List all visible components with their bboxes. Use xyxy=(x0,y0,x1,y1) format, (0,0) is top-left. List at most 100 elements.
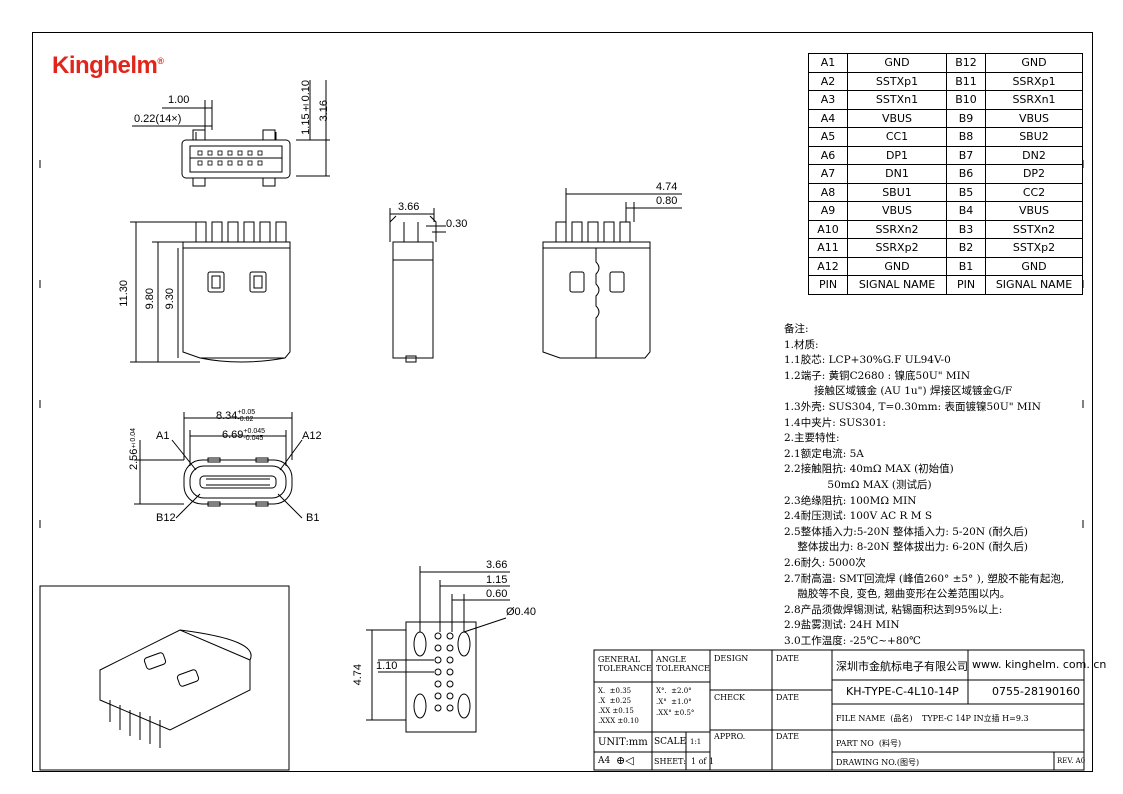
dim-side-1: 3.66 xyxy=(398,201,420,213)
dim-top-1: 1.00 xyxy=(168,94,190,106)
note-line: 2.5整体插入力:5-20N 整体插入力: 5-20N (耐久后) xyxy=(784,525,1029,538)
note-line: 备注: xyxy=(784,323,809,335)
pin-number: B1 xyxy=(946,256,986,276)
label-b1: B1 xyxy=(306,512,320,524)
dim-top-3: 1.15±0.10 xyxy=(300,80,312,135)
dim-port-h: 2.56±0.04 xyxy=(128,428,140,471)
note-line: 2.2接触阻抗: 40mΩ MAX (初始值) xyxy=(784,463,954,476)
pin-header-3: PIN xyxy=(946,275,986,295)
note-line: 2.7耐高温: SMT回流焊 (峰值260° ±5° ), 塑胶不能有起泡, xyxy=(784,572,1065,585)
signal-name: CC2 xyxy=(985,182,1083,202)
pin-number: B4 xyxy=(946,201,986,221)
signal-name: SSRXn2 xyxy=(847,219,947,239)
design-date-label: DATE xyxy=(776,654,799,663)
label-a12: A12 xyxy=(302,430,322,442)
file-name-label: FILE NAME (品名) xyxy=(836,714,913,723)
pin-number: B3 xyxy=(946,219,986,239)
pin-number: B7 xyxy=(946,145,986,165)
label-b12: B12 xyxy=(156,512,176,524)
pin-number: B8 xyxy=(946,127,986,147)
signal-name: SSTXn1 xyxy=(847,90,947,110)
port-view xyxy=(134,412,303,519)
signal-name: DN2 xyxy=(985,145,1083,165)
note-line: 1.2端子: 黄铜C2680 : 镍底50U" MIN xyxy=(784,369,971,382)
note-line: 2.9盐雾测试: 24H MIN xyxy=(784,619,900,632)
signal-name: GND xyxy=(847,53,947,73)
appro-date-label: DATE xyxy=(776,732,799,741)
part-no-label: PART NO (料号) xyxy=(836,739,902,748)
dim-back-1: 4.74 xyxy=(656,181,678,193)
company-name: 深圳市金航标电子有限公司 xyxy=(836,660,968,673)
general-tolerance-label: GENERAL TOLERANCE xyxy=(598,655,652,673)
note-line: 2.主要特性: xyxy=(784,432,840,445)
pin-number: A11 xyxy=(808,238,848,258)
pin-number: B11 xyxy=(946,71,986,91)
dim-side-2: 0.30 xyxy=(446,218,468,230)
dim-fp-2: 1.15 xyxy=(486,574,508,586)
signal-name: SSTXp2 xyxy=(985,238,1083,258)
pin-number: A10 xyxy=(808,219,848,239)
scale-value: 1:1 xyxy=(690,738,702,746)
signal-name: GND xyxy=(847,256,947,276)
kinghelm-logo: Kinghelm® xyxy=(52,52,164,79)
angle-tolerance-label: ANGLE TOLERANCE xyxy=(656,655,710,673)
signal-name: SSRXn1 xyxy=(985,90,1083,110)
signal-name: VBUS xyxy=(847,201,947,221)
pin-number: A7 xyxy=(808,164,848,184)
dim-fp-3: 0.60 xyxy=(486,588,508,600)
note-line: 2.6耐久: 5000次 xyxy=(784,556,866,569)
revision: REV. A0 xyxy=(1057,757,1086,765)
pcb-footprint xyxy=(366,566,510,733)
frame-ticks xyxy=(39,160,1084,528)
side-view xyxy=(389,208,446,363)
company-phone: 0755-28190160 xyxy=(992,685,1080,698)
dim-fp-4: Ø0.40 xyxy=(506,606,536,618)
back-view xyxy=(542,188,682,359)
check-label: CHECK xyxy=(714,693,746,702)
projection-icon: ⊕◁ xyxy=(616,754,634,767)
note-line: 2.1额定电流: 5A xyxy=(784,447,864,460)
signal-name: VBUS xyxy=(985,201,1083,221)
pin-number: B6 xyxy=(946,164,986,184)
top-view xyxy=(132,80,330,187)
paper-size: A4 xyxy=(598,756,611,766)
pin-number: A2 xyxy=(808,71,848,91)
angle-values: X°. ±2.0° .X° ±1.0° .XX° ±0.5° xyxy=(656,687,695,717)
signal-name: DP2 xyxy=(985,164,1083,184)
design-label: DESIGN xyxy=(714,654,749,663)
signal-name: SSTXn2 xyxy=(985,219,1083,239)
front-view xyxy=(130,221,291,363)
pin-number: A8 xyxy=(808,182,848,202)
signal-name: VBUS xyxy=(847,108,947,128)
signal-name: SBU1 xyxy=(847,182,947,202)
pin-number: A5 xyxy=(808,127,848,147)
scale-label: SCALE xyxy=(654,737,687,747)
pin-number: A12 xyxy=(808,256,848,276)
signal-name: DN1 xyxy=(847,164,947,184)
check-date-label: DATE xyxy=(776,693,799,702)
part-code: KH-TYPE-C-4L10-14P xyxy=(846,685,959,698)
appro-label: APPRO. xyxy=(714,732,746,741)
sheet-label: SHEET: 1 of 1 xyxy=(654,757,715,766)
pin-number: B9 xyxy=(946,108,986,128)
unit-label: UNIT:mm xyxy=(598,737,648,748)
pin-header-2: SIGNAL NAME xyxy=(847,275,947,295)
iso-view xyxy=(39,585,290,771)
pin-number: A1 xyxy=(808,53,848,73)
note-line: 1.4中夹片: SUS301: xyxy=(784,416,886,429)
pin-header-1: PIN xyxy=(808,275,848,295)
note-line: 2.8产品须做焊锡测试, 粘锡面积达到95%以上: xyxy=(784,603,1003,616)
dim-fp-1: 3.66 xyxy=(486,559,508,571)
note-line: 整体拔出力: 8-20N 整体拔出力: 6-20N (耐久后) xyxy=(784,541,1029,554)
pin-number: B12 xyxy=(946,53,986,73)
tolerance-values: X. ±0.35 .X ±0.25 .XX ±0.15 .XXX ±0.10 xyxy=(598,687,639,725)
